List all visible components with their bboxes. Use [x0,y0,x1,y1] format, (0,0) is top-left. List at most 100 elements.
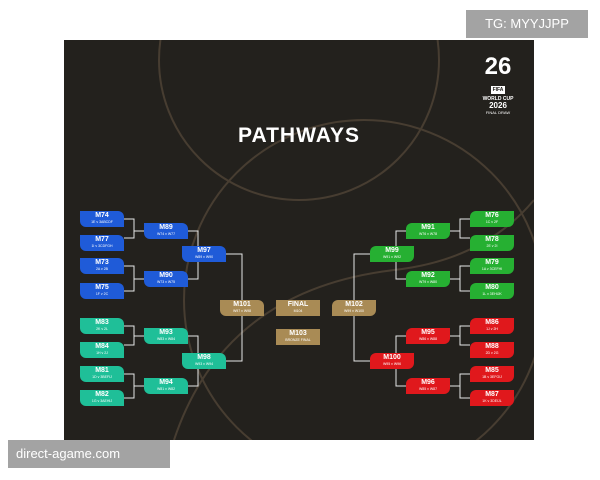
world-cup-logo: 26 FIFA WORLD CUP 2026 FINAL DRAW [476,53,520,116]
match-id: M88 [485,343,499,350]
match-m102[interactable]: M102 W99 v W100 [332,300,376,316]
match-id: M86 [485,319,499,326]
match-id: M75 [95,284,109,291]
match-m87[interactable]: M87 1K v 3DEIJL [470,390,514,406]
match-m100[interactable]: M100 W95 v W96 [370,353,414,369]
match-id: M76 [485,212,499,219]
match-m78[interactable]: M78 2E v 2I [470,235,514,251]
match-sub: M104 [293,309,303,313]
match-id: M89 [159,224,173,231]
match-id: M79 [485,259,499,266]
match-id: M80 [485,284,499,291]
match-sub: W81 v W82 [156,387,176,391]
match-sub: W91 v W92 [382,255,402,259]
match-m95[interactable]: M95 W86 v W88 [406,328,450,344]
match-id: M82 [95,391,109,398]
logo-fifa: FIFA [490,86,506,94]
match-id: M101 [233,301,251,308]
match-m103[interactable]: M103 BRONZE FINAL [276,329,320,345]
match-sub: 1D v 3BEFIJ [92,375,112,379]
match-id: M94 [159,379,173,386]
match-m74[interactable]: M74 1E v 3ABCDF [80,211,124,227]
match-id: M102 [345,301,363,308]
match-sub: W93 v W94 [194,362,214,366]
match-id: M97 [197,247,211,254]
match-m82[interactable]: M82 1G v 3AEHIJ [80,390,124,406]
watermark-bottom: direct-agame.com [8,440,170,468]
match-m94[interactable]: M94 W81 v W82 [144,378,188,394]
match-sub: 1G v 3AEHIJ [91,399,113,403]
match-sub: 1J v 2H [486,327,498,331]
match-sub: 2K v 2L [96,327,108,331]
match-m101[interactable]: M101 W97 v W98 [220,300,264,316]
logo-line1: WORLD CUP [482,96,514,102]
watermark-top: TG: MYYJJPP [466,10,588,38]
match-id: M83 [95,319,109,326]
match-sub: 1C v 2F [485,220,499,224]
match-m97[interactable]: M97 W89 v W90 [182,246,226,262]
match-sub: 2A v 2B [95,267,109,271]
match-id: M92 [421,272,435,279]
match-id: M78 [485,236,499,243]
match-m86[interactable]: M86 1J v 2H [470,318,514,334]
match-id: M99 [385,247,399,254]
match-id: M74 [95,212,109,219]
match-sub: W83 v W84 [156,337,176,341]
match-m90[interactable]: M90 W73 v W75 [144,271,188,287]
match-m77[interactable]: M77 1I v 3CDFGH [80,235,124,251]
match-sub: W86 v W88 [418,337,438,341]
match-sub: 1L v 3EHIJK [482,292,502,296]
match-id: M81 [95,367,109,374]
match-m75[interactable]: M75 1F v 2C [80,283,124,299]
match-sub: W97 v W98 [232,309,252,313]
match-sub: 2E v 2I [486,244,498,248]
match-sub: 1H v 2J [96,351,108,355]
match-m93[interactable]: M93 W83 v W84 [144,328,188,344]
match-id: M90 [159,272,173,279]
match-id: M93 [159,329,173,336]
match-final[interactable]: FINAL M104 [276,300,320,316]
match-id: M91 [421,224,435,231]
match-id: M84 [95,343,109,350]
match-m98[interactable]: M98 W93 v W94 [182,353,226,369]
match-m73[interactable]: M73 2A v 2B [80,258,124,274]
match-m88[interactable]: M88 2D v 2G [470,342,514,358]
match-m83[interactable]: M83 2K v 2L [80,318,124,334]
match-sub: W89 v W90 [194,255,214,259]
match-id: M77 [95,236,109,243]
match-id: M87 [485,391,499,398]
match-sub: 1A v 3CEFHI [481,267,503,271]
match-id: M85 [485,367,499,374]
match-sub: W79 v W80 [418,280,438,284]
match-m80[interactable]: M80 1L v 3EHIJK [470,283,514,299]
match-sub: 1I v 3CDFGH [91,244,113,248]
match-sub: W85 v W87 [418,387,438,391]
match-id: M95 [421,329,435,336]
match-sub: W95 v W96 [382,362,402,366]
match-sub: 1K v 3DEIJL [482,399,502,403]
pathways-poster: PATHWAYS 26 FIFA WORLD CUP 2026 FINAL DR… [64,40,534,440]
match-id: M103 [289,330,307,337]
logo-line2: 2026 [489,101,507,110]
match-sub: BRONZE FINAL [285,338,311,342]
bracket-lines [124,40,534,440]
logo-line3: FINAL DRAW [485,110,511,115]
match-sub: 1E v 3ABCDF [91,220,113,224]
match-id: M73 [95,259,109,266]
match-m92[interactable]: M92 W79 v W80 [406,271,450,287]
logo-number: 26 [484,53,512,80]
match-sub: W76 v W78 [418,232,438,236]
match-m89[interactable]: M89 W74 v W77 [144,223,188,239]
match-m85[interactable]: M85 1B v 3EFGIJ [470,366,514,382]
match-m81[interactable]: M81 1D v 3BEFIJ [80,366,124,382]
match-m76[interactable]: M76 1C v 2F [470,211,514,227]
match-m91[interactable]: M91 W76 v W78 [406,223,450,239]
match-id: M96 [421,379,435,386]
match-m79[interactable]: M79 1A v 3CEFHI [470,258,514,274]
match-id: M100 [383,354,401,361]
match-sub: 2D v 2G [485,351,499,355]
match-m96[interactable]: M96 W85 v W87 [406,378,450,394]
match-m99[interactable]: M99 W91 v W92 [370,246,414,262]
match-m84[interactable]: M84 1H v 2J [80,342,124,358]
page-title: PATHWAYS [238,124,360,147]
